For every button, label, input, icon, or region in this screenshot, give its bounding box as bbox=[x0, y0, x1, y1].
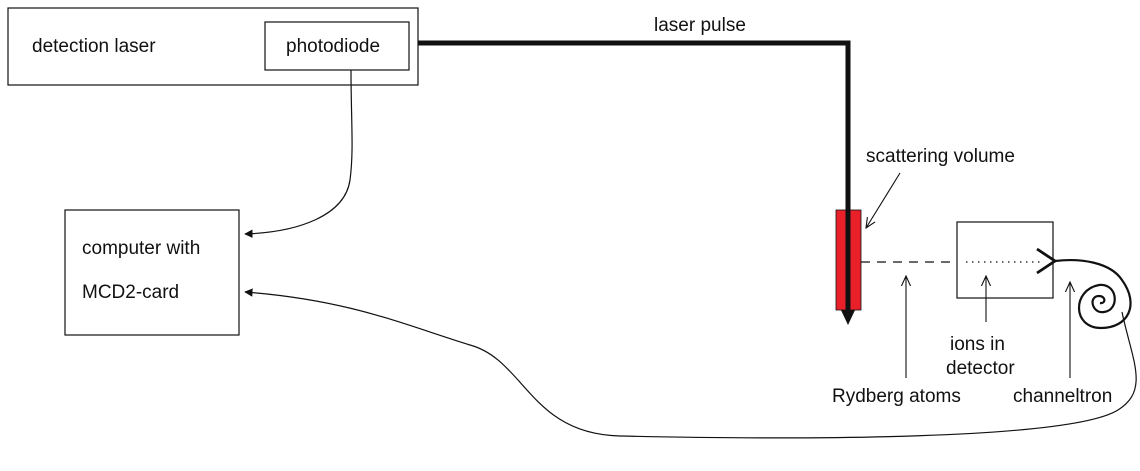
computer-label-line2: MCD2-card bbox=[82, 282, 179, 303]
rydberg-atoms-label: Rydberg atoms bbox=[832, 386, 961, 407]
computer-box bbox=[64, 209, 240, 336]
scattering-volume-pointer bbox=[866, 172, 901, 228]
channeltron-label: channeltron bbox=[1013, 386, 1112, 407]
ions-in-label-line1: ions in bbox=[950, 334, 1005, 355]
photodiode-label: photodiode bbox=[286, 36, 380, 57]
photodiode-signal-wire bbox=[244, 69, 353, 238]
scattering-volume-label: scattering volume bbox=[866, 146, 1015, 167]
laser-pulse-beam bbox=[418, 40, 851, 310]
ions-in-label-line2: detector bbox=[946, 358, 1015, 379]
ion-detector-box bbox=[956, 221, 1054, 299]
channeltron-spiral bbox=[1054, 259, 1132, 330]
laser-pulse-label: laser pulse bbox=[654, 15, 746, 36]
laser-beam-arrowhead bbox=[840, 308, 856, 325]
detection-laser-box bbox=[7, 7, 419, 86]
detection-laser-label: detection laser bbox=[32, 36, 156, 57]
channeltron-signal-cable bbox=[244, 288, 1137, 439]
computer-label-line1: computer with bbox=[82, 238, 200, 259]
channeltron-funnel bbox=[1036, 247, 1058, 275]
photodiode-box bbox=[264, 21, 410, 71]
